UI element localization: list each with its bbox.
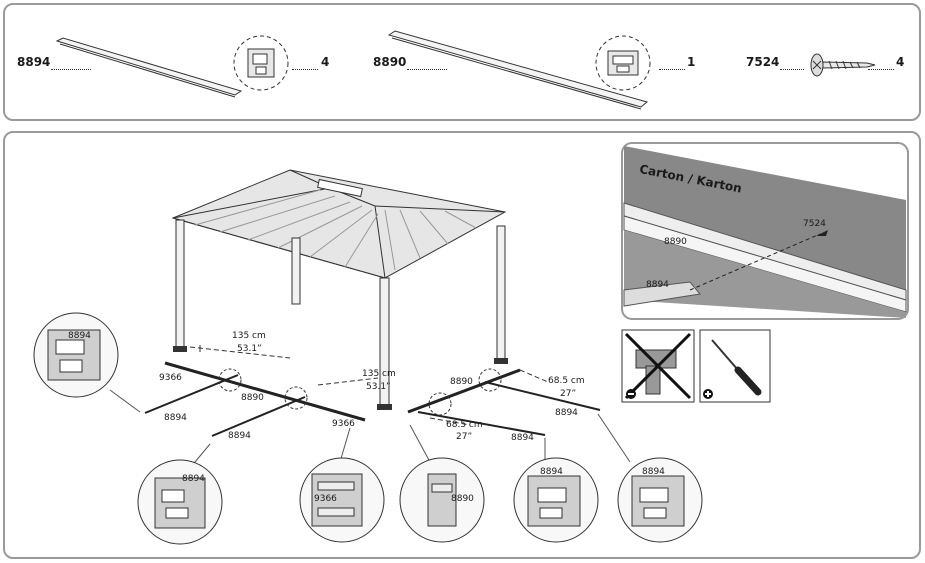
part-8890-rail [387,30,649,110]
parts-drawing [55,30,876,110]
inset-label-8894: 8894 [646,280,669,290]
dim2-in: 53.1” [366,382,391,392]
profile-detail-8894 [233,35,289,91]
label-8894-mid: 8894 [228,431,251,441]
detail-right-label: 8894 [642,467,665,477]
label-8890-left: 8890 [241,393,264,403]
carton-inset [621,142,909,320]
detail-left-label: 8894 [68,331,91,341]
detail-2-label: 9366 [314,494,337,504]
part-8890-code: 8890 [373,55,407,69]
part-8894-dots-right [292,69,318,70]
part-8894-qty: 4 [321,55,330,69]
label-9366-left: 9366 [159,373,182,383]
detail-left-8894 [33,312,119,398]
screwdriver-icon [699,329,771,403]
part-8890-dots-right [659,69,685,70]
dim1-cm: 135 cm [232,331,266,341]
detail-3-label: 8890 [451,494,474,504]
parts-panel: 8894 4 8890 1 7524 4 [3,3,921,121]
floor-beams [144,361,601,437]
no-drill-icon [621,329,695,403]
detail-circles-row [137,457,703,545]
gazebo-illustration [171,169,508,410]
part-8894-code: 8894 [17,55,51,69]
detail-1-label: 8894 [182,474,205,484]
label-8894-right-a: 8894 [555,408,578,418]
dim2-cm: 135 cm [362,369,396,379]
part-8894-dots-left [51,69,91,70]
inset-label-8890: 8890 [664,237,687,247]
part-7524-code: 7524 [746,55,780,69]
dim1-in: 53.1” [237,344,262,354]
profile-detail-8890 [595,35,651,91]
dim4-in: 27” [456,432,473,442]
callout-circles [218,368,502,416]
leader-lines [109,389,631,469]
dim4-cm: 68.5 cm [446,420,483,430]
screw-7524-icon [810,53,876,77]
label-8890-right: 8890 [450,377,473,387]
dimension-lines [189,345,549,426]
dim3-in: 27” [560,389,577,399]
part-7524-qty: 4 [896,55,905,69]
part-7524-dots-right [868,69,894,70]
part-8890-dots-left [407,69,447,70]
label-9366-mid: 9366 [332,419,355,429]
detail-4-label: 8894 [540,467,563,477]
part-8894-beam [55,37,243,98]
part-7524-dots-left [780,69,804,70]
label-8894-right-b: 8894 [511,433,534,443]
label-8894-left: 8894 [164,413,187,423]
part-8890-qty: 1 [687,55,696,69]
dim3-cm: 68.5 cm [548,376,585,386]
inset-label-7524: 7524 [803,219,826,229]
